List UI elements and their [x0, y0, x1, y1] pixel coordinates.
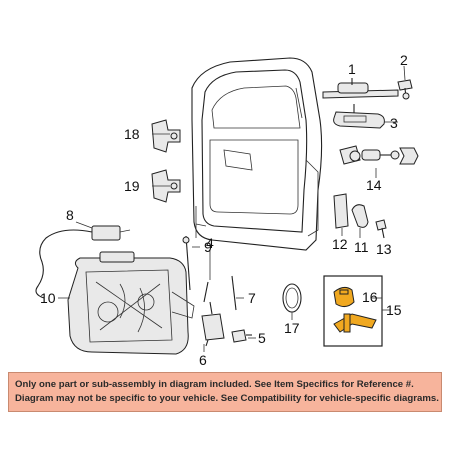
highlight-box: [323, 275, 383, 347]
callout-2: 2: [400, 52, 408, 68]
callout-15: 15: [386, 302, 402, 318]
part-14-lock-set: [339, 145, 419, 178]
part-16-lock-cylinder: [333, 286, 355, 308]
callout-11: 11: [354, 239, 369, 255]
callout-17: 17: [284, 320, 300, 336]
part-10-regulator: [67, 251, 195, 355]
diagram-notice-banner: Only one part or sub-assembly in diagram…: [8, 372, 442, 412]
part-17-ring: [282, 283, 302, 313]
callout-12: 12: [332, 236, 348, 252]
part-15-lock-lever: [333, 313, 377, 333]
door-shell: [191, 57, 323, 251]
part-5-bolt: [231, 329, 252, 343]
callout-7: 7: [248, 290, 256, 306]
callout-3: 3: [390, 115, 398, 131]
part-2-screw: [397, 79, 413, 100]
callouts: 1 2 3 14 18 19 8 9 10 4 7 6 5 17 12 11 1…: [40, 52, 408, 368]
callout-1: 1: [348, 61, 356, 77]
part-18-upper-hinge: [151, 119, 181, 153]
part-4-latch: [201, 301, 225, 347]
callout-18: 18: [124, 126, 140, 142]
part-12-plate: [333, 193, 349, 229]
leader-lines: [58, 65, 406, 352]
part-7-rod: [203, 275, 237, 311]
part-9-rod: [182, 235, 191, 291]
callout-14: 14: [366, 177, 382, 193]
callout-13: 13: [376, 241, 392, 257]
callout-4: 4: [206, 235, 214, 251]
callout-16: 16: [362, 289, 378, 305]
part-1-rod: [322, 78, 399, 115]
part-11-striker: [351, 204, 369, 228]
part-13-screw: [375, 219, 387, 239]
part-8-module: [35, 225, 131, 299]
notice-line-1: Only one part or sub-assembly in diagram…: [15, 379, 414, 390]
callout-19: 19: [124, 178, 140, 194]
callout-6: 6: [199, 352, 207, 368]
callout-10: 10: [40, 290, 56, 306]
callout-9: 9: [204, 239, 212, 255]
notice-line-2: Diagram may not be specific to your vehi…: [15, 393, 439, 404]
part-3-handle: [333, 111, 398, 129]
callout-8: 8: [66, 207, 74, 223]
callout-5: 5: [258, 330, 266, 346]
